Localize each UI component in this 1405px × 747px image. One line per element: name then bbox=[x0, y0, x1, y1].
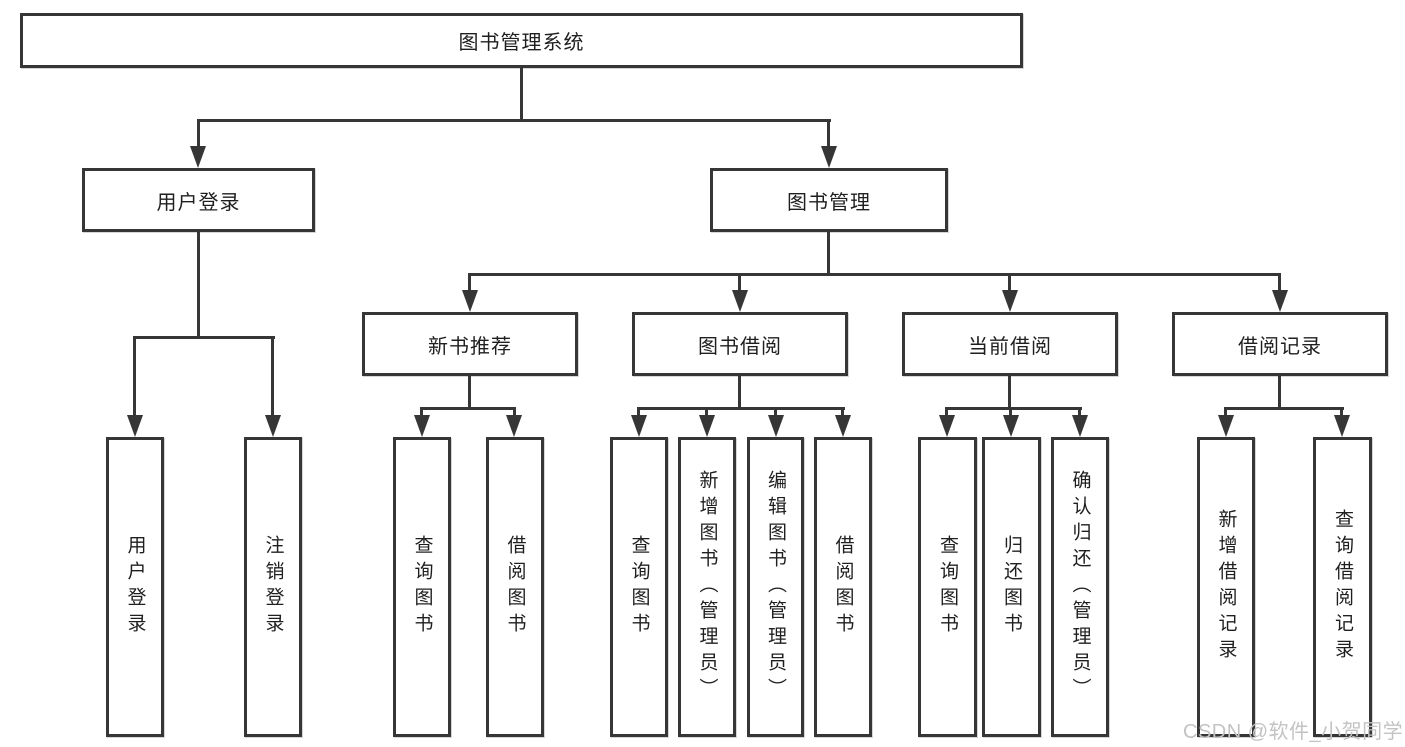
connector-line bbox=[945, 407, 948, 419]
connector-line bbox=[637, 407, 845, 410]
node-new-book-recommend-label: 新书推荐 bbox=[428, 335, 512, 358]
leaf-query-books-current-label: 查询图书 bbox=[937, 535, 958, 639]
connector-line bbox=[705, 407, 708, 419]
leaf-query-books-borrowing: 查询图书 bbox=[610, 437, 668, 737]
leaf-confirm-return-admin-label: 确认归还（管理员） bbox=[1069, 470, 1091, 704]
leaf-query-borrow-record-label: 查询借阅记录 bbox=[1332, 509, 1353, 665]
arrow-down-icon bbox=[265, 415, 281, 437]
leaf-add-book-admin: 新增图书（管理员） bbox=[678, 437, 736, 737]
connector-line bbox=[1224, 407, 1344, 410]
arrow-down-icon bbox=[1003, 415, 1019, 437]
leaf-add-book-admin-label: 新增图书（管理员） bbox=[696, 470, 718, 704]
leaf-query-books-recommend: 查询图书 bbox=[393, 437, 451, 737]
connector-line bbox=[420, 407, 516, 410]
leaf-user-login: 用户登录 bbox=[106, 437, 164, 737]
leaf-borrow-books-recommend-label: 借阅图书 bbox=[504, 535, 526, 639]
node-borrowing-records: 借阅记录 bbox=[1172, 312, 1388, 376]
node-book-management: 图书管理 bbox=[710, 168, 948, 232]
arrow-down-icon bbox=[631, 415, 647, 437]
leaf-query-books-recommend-label: 查询图书 bbox=[411, 535, 433, 639]
connector-line bbox=[520, 68, 523, 122]
connector-line bbox=[468, 273, 471, 293]
leaf-user-login-label: 用户登录 bbox=[124, 535, 146, 639]
arrow-down-icon bbox=[462, 290, 478, 312]
connector-line bbox=[1008, 376, 1011, 410]
connector-line bbox=[468, 273, 1281, 276]
connector-line bbox=[197, 232, 200, 339]
leaf-query-borrow-record: 查询借阅记录 bbox=[1313, 437, 1372, 737]
watermark: CSDN @软件_小贺同学 bbox=[1183, 721, 1404, 743]
arrow-down-icon bbox=[1002, 290, 1018, 312]
connector-line bbox=[738, 376, 741, 410]
arrow-down-icon bbox=[506, 415, 522, 437]
arrow-down-icon bbox=[190, 146, 206, 168]
leaf-return-book: 归还图书 bbox=[982, 437, 1041, 737]
connector-line bbox=[1224, 407, 1227, 419]
connector-line bbox=[1009, 407, 1012, 419]
connector-line bbox=[945, 407, 1082, 410]
arrow-down-icon bbox=[414, 415, 430, 437]
leaf-add-borrow-record-label: 新增借阅记录 bbox=[1215, 509, 1237, 665]
arrow-down-icon bbox=[768, 415, 784, 437]
node-book-management-label: 图书管理 bbox=[787, 191, 871, 214]
connector-line bbox=[1008, 273, 1011, 293]
leaf-query-books-borrowing-label: 查询图书 bbox=[628, 535, 650, 639]
arrow-down-icon bbox=[699, 415, 715, 437]
connector-line bbox=[420, 407, 423, 419]
node-root-label: 图书管理系统 bbox=[458, 32, 585, 54]
connector-line bbox=[133, 336, 136, 417]
node-current-borrowing: 当前借阅 bbox=[902, 312, 1118, 376]
leaf-query-books-current: 查询图书 bbox=[918, 437, 977, 737]
node-book-borrowing: 图书借阅 bbox=[632, 312, 848, 376]
leaf-add-borrow-record: 新增借阅记录 bbox=[1197, 437, 1255, 737]
connector-line bbox=[774, 407, 777, 419]
arrow-down-icon bbox=[127, 415, 143, 437]
leaf-borrow-books-label: 借阅图书 bbox=[832, 535, 854, 639]
connector-line bbox=[513, 407, 516, 419]
arrow-down-icon bbox=[939, 415, 955, 437]
arrow-down-icon bbox=[821, 146, 837, 168]
connector-line bbox=[197, 119, 200, 150]
connector-line bbox=[738, 273, 741, 293]
arrow-down-icon bbox=[1272, 290, 1288, 312]
connector-line bbox=[1278, 273, 1281, 293]
node-root: 图书管理系统 bbox=[20, 13, 1023, 68]
leaf-edit-book-admin-label: 编辑图书（管理员） bbox=[765, 470, 786, 704]
arrow-down-icon bbox=[732, 290, 748, 312]
connector-line bbox=[637, 407, 640, 419]
node-user-login-label: 用户登录 bbox=[156, 191, 241, 214]
node-user-login: 用户登录 bbox=[82, 168, 315, 232]
connector-line bbox=[1340, 407, 1343, 419]
arrow-down-icon bbox=[1218, 415, 1234, 437]
leaf-edit-book-admin: 编辑图书（管理员） bbox=[747, 437, 804, 737]
connector-line bbox=[133, 336, 275, 339]
leaf-confirm-return-admin: 确认归还（管理员） bbox=[1051, 437, 1109, 737]
connector-line bbox=[827, 119, 830, 150]
leaf-borrow-books: 借阅图书 bbox=[814, 437, 872, 737]
arrow-down-icon bbox=[1334, 415, 1350, 437]
node-borrowing-records-label: 借阅记录 bbox=[1238, 335, 1322, 358]
leaf-borrow-books-recommend: 借阅图书 bbox=[486, 437, 544, 737]
leaf-logout-label: 注销登录 bbox=[262, 535, 284, 639]
leaf-logout: 注销登录 bbox=[244, 437, 302, 737]
connector-line bbox=[1078, 407, 1081, 419]
arrow-down-icon bbox=[1072, 415, 1088, 437]
connector-line bbox=[271, 336, 274, 417]
node-book-borrowing-label: 图书借阅 bbox=[698, 335, 782, 358]
connector-line bbox=[197, 119, 831, 122]
connector-line bbox=[827, 232, 830, 276]
connector-line bbox=[468, 376, 471, 410]
node-current-borrowing-label: 当前借阅 bbox=[968, 335, 1052, 358]
connector-line bbox=[1278, 376, 1281, 410]
arrow-down-icon bbox=[835, 415, 851, 437]
connector-line bbox=[841, 407, 844, 419]
leaf-return-book-label: 归还图书 bbox=[1001, 535, 1022, 639]
node-new-book-recommend: 新书推荐 bbox=[362, 312, 578, 376]
